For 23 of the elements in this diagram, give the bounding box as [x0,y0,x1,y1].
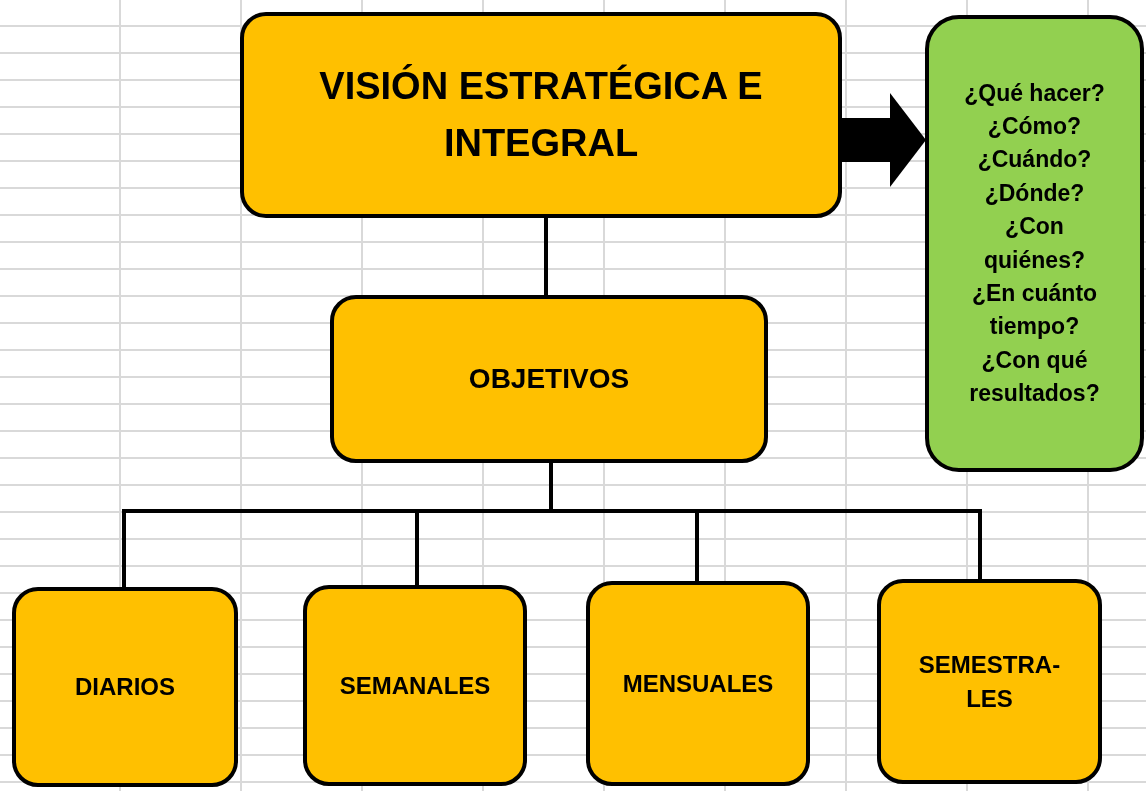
questions-box [925,15,1144,472]
period-box [877,579,1102,784]
box-label: ¿Con quiénes? [983,212,1086,275]
box-label: ¿En cuánto tiempo? [970,278,1099,342]
connector-line [544,218,548,295]
box-label: ¿Cuándo? [977,145,1092,175]
box-label: MENSUALES [622,668,774,699]
connector-line [549,463,982,579]
box-label: ¿Qué hacer? [964,78,1105,108]
box-label: SEMANALES [339,670,491,701]
title-box [240,12,842,218]
block-arrow [842,93,926,187]
box-label: ¿Cómo? [987,112,1082,142]
box-label: SEMESTRA- LES [917,649,1062,714]
period-box [586,581,810,786]
box-label: ¿Con qué resultados? [968,345,1101,408]
box-label: VISIÓN ESTRATÉGICA E INTEGRAL [318,63,764,166]
box-label: DIARIOS [75,672,175,703]
box-label: OBJETIVOS [468,361,630,396]
box-label: ¿Dónde? [984,178,1085,208]
period-box [303,585,527,786]
objectives-box [330,295,768,463]
period-box [12,587,238,787]
